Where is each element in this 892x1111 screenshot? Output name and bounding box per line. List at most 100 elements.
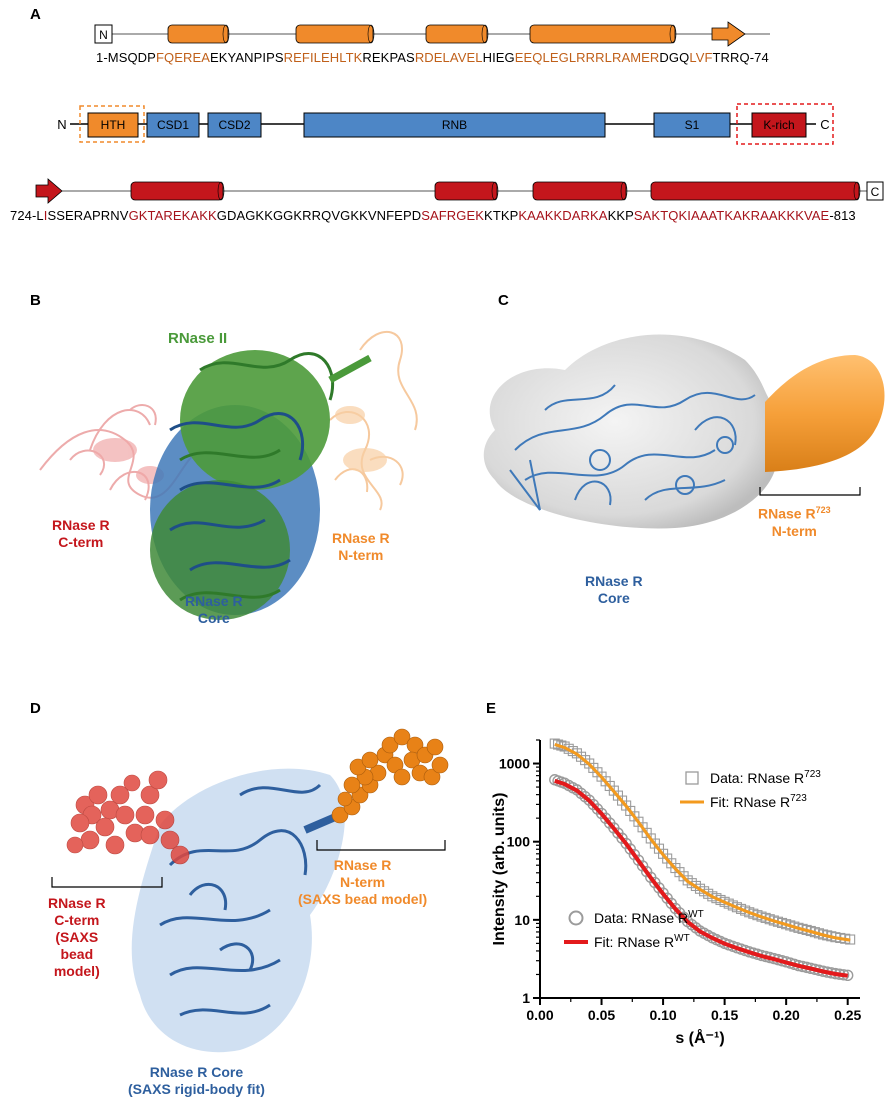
cterm-bracket-d xyxy=(51,877,163,888)
sequence-segment: KKP xyxy=(607,208,634,223)
domain-krich xyxy=(751,112,807,138)
legend-marker xyxy=(568,910,584,926)
helix-3 xyxy=(425,24,488,44)
domain-krich-label: K-rich xyxy=(763,118,794,132)
x-axis-label: s (Å⁻¹) xyxy=(675,1028,724,1047)
panel-letter-e: E xyxy=(486,700,497,717)
x-tick-label: 0.20 xyxy=(773,1007,800,1023)
domain-csd2-label: CSD2 xyxy=(218,118,250,132)
x-tick-label: 0.00 xyxy=(526,1007,553,1023)
fit-line-top xyxy=(554,778,848,978)
sequence-segment: GDAGKKGGKRRQVGKKVNFEPD xyxy=(216,208,422,223)
sequence-segment: REFILEHLTK xyxy=(283,50,363,65)
c-terminus-label: C xyxy=(871,185,880,199)
panel-a-graphics: N N HTH CSD1 CSD2 RNB S1 K-rich C C xyxy=(35,21,884,204)
helix-1 xyxy=(167,24,229,44)
c-terminus-box xyxy=(866,181,884,201)
sequence-segment: EKYANPIPS xyxy=(210,50,284,65)
sequence-segment: -813 xyxy=(829,208,856,223)
panel-d-core-label: RNase R Core(SAXS rigid-body fit) xyxy=(128,1064,265,1097)
n-terminal-sequence: 1-MSQDPFQEREAEKYANPIPSREFILEHLTKREKPASRD… xyxy=(96,50,769,65)
panel-b-structure xyxy=(39,330,418,620)
helix-2 xyxy=(295,24,374,44)
rnase-ii-label: RNase II xyxy=(168,330,228,347)
krich-dashed-box xyxy=(736,103,834,145)
y-tick-label: 1000 xyxy=(499,756,530,772)
sequence-segment: TRRQ-74 xyxy=(712,50,769,65)
n-terminus-label: N xyxy=(99,28,108,42)
hth-dashed-box xyxy=(79,105,145,143)
data-point xyxy=(636,860,649,872)
chart-axes: 1 10 100 1000 0.00 0.05 0.10 0.15 0.20 0.25 s (Å⁻¹… xyxy=(491,739,862,1047)
legend-label: Fit: RNase RWT xyxy=(594,933,690,950)
saxs-chart: 1 10 100 1000 0.00 0.05 0.10 0.15 0.20 0.25 s (Å⁻¹… xyxy=(491,738,862,1047)
saxs-envelope xyxy=(483,334,775,529)
sequence-segment: 724-L xyxy=(10,208,44,223)
c-helix-2 xyxy=(434,181,498,201)
panel-letter-a: A xyxy=(30,6,41,23)
chart-series xyxy=(549,738,856,982)
legend-label: Data: RNase RWT xyxy=(594,909,704,926)
panel-c-envelope xyxy=(483,334,885,529)
nterm-bead-model xyxy=(331,728,449,824)
legend-label: Data: RNase R723 xyxy=(710,769,821,786)
sequence-segment: RDELAVEL xyxy=(414,50,483,65)
cterm-bead-model xyxy=(66,770,190,865)
panel-letter-d: D xyxy=(30,700,41,717)
x-tick-label: 0.05 xyxy=(588,1007,615,1023)
sequence-segment: SSERAPRNV xyxy=(47,208,129,223)
c-helix-3 xyxy=(532,181,627,201)
sequence-segment: DGQ xyxy=(659,50,690,65)
helix-4 xyxy=(529,24,676,44)
y-axis-label: Intensity (arb. units) xyxy=(491,793,508,946)
data-point xyxy=(553,739,564,750)
x-tick-label: 0.15 xyxy=(711,1007,738,1023)
domain-s1-label: S1 xyxy=(685,118,700,132)
sequence-segment: I xyxy=(43,208,48,223)
data-point xyxy=(549,738,560,749)
y-tick-label: 100 xyxy=(507,834,531,850)
sequence-segment: GKTAREKAKK xyxy=(128,208,217,223)
core-ribbon-d xyxy=(159,783,322,1017)
sequence-segment: HIEG xyxy=(482,50,515,65)
panel-d-structure xyxy=(51,728,449,1053)
nterm-envelope xyxy=(765,355,885,472)
core-ribbon-c xyxy=(509,384,756,511)
strand-arrow-n xyxy=(711,21,746,47)
sequence-segment: FQEREA xyxy=(155,50,210,65)
sequence-segment: SAFRGEK xyxy=(421,208,485,223)
x-tick-label: 0.25 xyxy=(834,1007,861,1023)
domain-csd1 xyxy=(146,112,200,138)
domain-n-label: N xyxy=(57,117,66,132)
sequence-segment: LVF xyxy=(689,50,713,65)
sequence-segment: EEQLEGLRRRLRAMER xyxy=(514,50,660,65)
panel-letter-b: B xyxy=(30,292,41,309)
sequence-segment: KTKP xyxy=(484,208,519,223)
domain-hth-label: HTH xyxy=(101,118,126,132)
domain-csd2 xyxy=(207,112,262,138)
y-tick-label: 10 xyxy=(514,912,530,928)
strand-arrow-c xyxy=(35,178,63,204)
x-tick-label: 0.10 xyxy=(649,1007,676,1023)
domain-rnb-label: RNB xyxy=(442,118,467,132)
sequence-segment: SAKTQKIAAATKAKRAAKKKVAE xyxy=(633,208,830,223)
sequence-segment: KAAKKDARKA xyxy=(518,208,608,223)
domain-csd1-label: CSD1 xyxy=(157,118,189,132)
domain-c-label: C xyxy=(820,117,829,132)
c-terminal-sequence: 724-LISSERAPRNVGKTAREKAKKGDAGKKGGKRRQVGK… xyxy=(10,208,856,223)
y-tick-label: 1 xyxy=(522,990,530,1006)
sequence-segment: REKPAS xyxy=(362,50,415,65)
nterm-bracket-c xyxy=(759,487,861,496)
c-helix-4 xyxy=(650,181,860,201)
panel-letter-c: C xyxy=(498,292,509,309)
domain-rnb xyxy=(303,112,606,138)
core-ribbon xyxy=(150,350,372,620)
c-helix-1 xyxy=(130,181,224,201)
core-surface xyxy=(131,768,345,1053)
